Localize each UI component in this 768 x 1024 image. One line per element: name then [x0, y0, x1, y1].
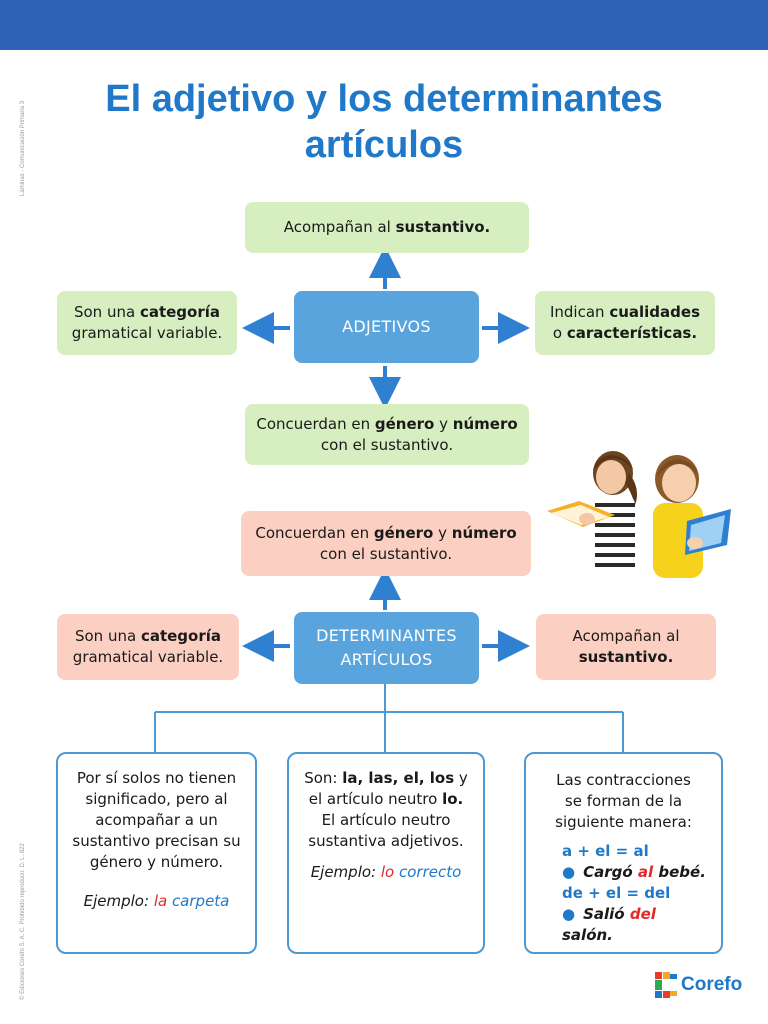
adj-left-text-2: gramatical variable.	[72, 324, 222, 342]
box3-intro: Las contracciones se forman de la siguie…	[538, 770, 709, 833]
det-left-box: Son una categoría gramatical variable.	[57, 614, 239, 680]
contraction-rule-al: a + el = al	[562, 841, 709, 862]
adj-left-text: Son una	[74, 303, 140, 321]
bullet-icon: ●	[562, 905, 575, 923]
contraction-example-del: ● Salió del salón.	[562, 904, 709, 946]
box1-example: Ejemplo: la carpeta	[84, 891, 230, 912]
det-top-text: Concuerdan en	[255, 524, 374, 542]
det-top-bold-2: número	[452, 524, 517, 542]
ex2-text-2: salón.	[562, 926, 613, 944]
box2-bold: la, las, el, los	[342, 769, 454, 787]
children-reading-illustration	[545, 443, 735, 578]
det-top-text-2: y	[433, 524, 451, 542]
determinantes-label-2: ARTÍCULOS	[340, 650, 432, 669]
ex2-text: Salió	[583, 905, 630, 923]
adj-top-text: Acompañan al	[284, 218, 396, 236]
ex2-contraction: del	[630, 905, 656, 923]
contraction-example-al: ● Cargó al bebé.	[562, 862, 709, 883]
corefo-logo: Corefo	[655, 972, 742, 998]
box2-bold-2: lo.	[442, 790, 463, 808]
box3-rules: a + el = al ● Cargó al bebé. de + el = de…	[538, 841, 709, 946]
adj-right-text: Indican	[550, 303, 609, 321]
box1-example-article: la	[154, 892, 167, 910]
box2-example-adjective: correcto	[394, 863, 461, 881]
ex1-text: Cargó	[583, 863, 638, 881]
adj-left-box: Son una categoría gramatical variable.	[57, 291, 237, 355]
box1-text: Por sí solos no tienen significado, pero…	[70, 768, 243, 873]
adj-right-bold: cualidades	[609, 303, 700, 321]
info-box-contractions: Las contracciones se forman de la siguie…	[524, 752, 723, 954]
det-top-text-3: con el sustantivo.	[320, 545, 452, 563]
box2-example-label: Ejemplo:	[311, 863, 381, 881]
det-left-text-2: gramatical variable.	[73, 648, 223, 666]
box2-example: Ejemplo: lo correcto	[311, 862, 462, 883]
adj-right-text-2: o	[553, 324, 567, 342]
det-right-box: Acompañan al sustantivo.	[536, 614, 716, 680]
info-box-meaning: Por sí solos no tienen significado, pero…	[56, 752, 257, 954]
adj-top-bold: sustantivo.	[396, 218, 491, 236]
corefo-logo-icon	[655, 972, 677, 998]
bullet-icon: ●	[562, 863, 575, 881]
det-left-text: Son una	[75, 627, 141, 645]
corefo-logo-text: Corefo	[681, 974, 742, 996]
contraction-rule-del: de + el = del	[562, 883, 709, 904]
adj-left-bold: categoría	[140, 303, 220, 321]
determinantes-node: DETERMINANTES ARTÍCULOS	[294, 612, 479, 684]
tree-lines	[155, 684, 623, 752]
info-box-articles: Son: la, las, el, los y el artículo neut…	[287, 752, 485, 954]
adjetivos-label: ADJETIVOS	[342, 315, 431, 339]
ex1-text-2: bebé.	[653, 863, 706, 881]
det-right-bold: sustantivo.	[579, 648, 674, 666]
adj-bottom-text: Concuerdan en	[256, 415, 375, 433]
box2-text-3: El artículo neutro sustantiva adjetivos.	[308, 811, 463, 850]
determinantes-label-1: DETERMINANTES	[316, 626, 457, 645]
adj-right-box: Indican cualidades o características.	[535, 291, 715, 355]
ex1-contraction: al	[638, 863, 653, 881]
adj-top-box: Acompañan al sustantivo.	[245, 202, 529, 253]
box2-example-article: lo	[381, 863, 394, 881]
adj-bottom-text-2: y	[434, 415, 452, 433]
adj-bottom-bold-2: número	[453, 415, 518, 433]
box1-example-label: Ejemplo:	[84, 892, 154, 910]
adj-bottom-text-3: con el sustantivo.	[321, 436, 453, 454]
adj-right-bold-2: características.	[567, 324, 697, 342]
adjetivos-node: ADJETIVOS	[294, 291, 479, 363]
det-right-text: Acompañan al	[572, 627, 679, 645]
det-top-bold: género	[374, 524, 433, 542]
adj-bottom-bold: género	[375, 415, 434, 433]
box1-example-noun: carpeta	[167, 892, 229, 910]
det-left-bold: categoría	[141, 627, 221, 645]
box2-text: Son:	[304, 769, 342, 787]
